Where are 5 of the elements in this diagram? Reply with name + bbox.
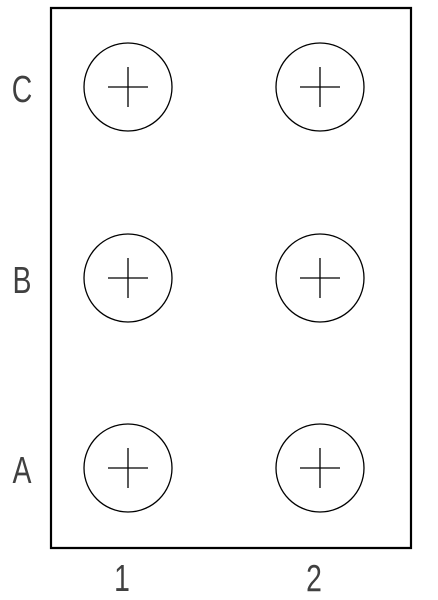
column-label: 1: [116, 564, 128, 592]
column-label: 2: [308, 564, 320, 592]
row-label: C: [13, 76, 32, 102]
row-label: B: [14, 266, 30, 294]
row-label: A: [12, 456, 32, 484]
